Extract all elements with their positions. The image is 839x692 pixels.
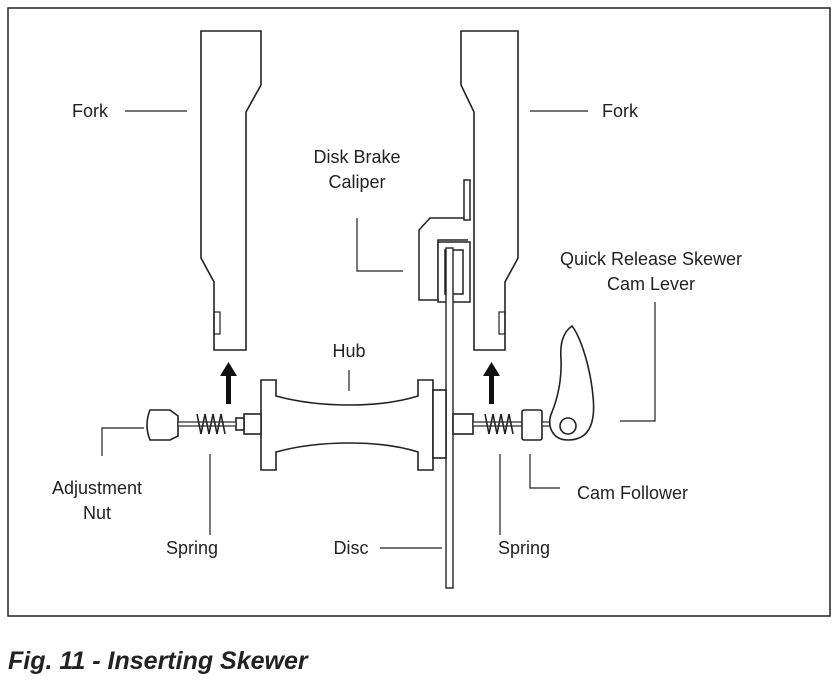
spring-left-coil (196, 413, 226, 435)
diagram-frame: Fork Fork Disk Brake Caliper Hub Quick R… (7, 7, 831, 617)
label-fork-right: Fork (602, 101, 639, 121)
hub-body (235, 379, 474, 471)
label-quick-release-line1: Quick Release Skewer (560, 249, 742, 269)
figure-caption: Fig. 11 - Inserting Skewer (8, 647, 308, 675)
label-fork-left: Fork (72, 101, 109, 121)
fork-right-dropout (498, 311, 506, 335)
label-spring-right: Spring (498, 538, 550, 558)
leader-lines (101, 110, 656, 549)
cam-lever (548, 324, 595, 441)
label-disk-brake-line1: Disk Brake (313, 147, 400, 167)
brake-disc (445, 247, 454, 589)
fork-left-dropout (213, 311, 221, 335)
cam-lever-pivot (559, 417, 577, 435)
label-hub: Hub (332, 341, 365, 361)
label-disc: Disc (334, 538, 369, 558)
adjustment-nut (146, 409, 179, 441)
spring-right-coil (484, 413, 514, 435)
arrow-right-up (483, 362, 500, 404)
arrow-left-up (220, 362, 237, 404)
label-cam-follower: Cam Follower (577, 483, 688, 503)
label-quick-release-line2: Cam Lever (607, 274, 695, 294)
fork-left-leg (200, 30, 262, 351)
label-disk-brake-line2: Caliper (328, 172, 385, 192)
label-adjustment-nut-line1: Adjustment (52, 478, 142, 498)
cam-follower-part (521, 409, 543, 441)
figure-border (7, 7, 831, 617)
label-adjustment-nut-line2: Nut (83, 503, 111, 523)
label-spring-left: Spring (166, 538, 218, 558)
fork-right-leg (460, 30, 519, 351)
disk-brake-caliper (418, 179, 471, 303)
